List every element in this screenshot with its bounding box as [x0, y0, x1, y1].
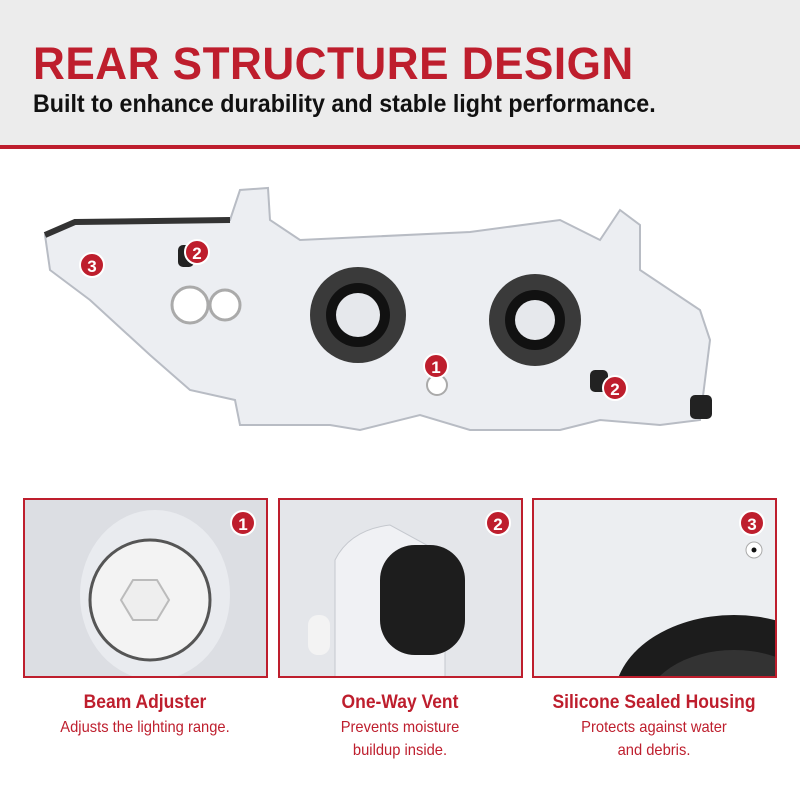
feature-description: Adjusts the lighting range.: [60, 719, 230, 736]
header: REAR STRUCTURE DESIGN Built to enhance d…: [0, 0, 800, 145]
feature-number: 2: [485, 510, 511, 536]
headlight-rear-image: 3 2 1 2: [0, 160, 800, 480]
feature-title: Silicone Sealed Housing: [552, 692, 756, 713]
marker-3: 3: [79, 252, 105, 278]
feature-title: Beam Adjuster: [83, 692, 207, 713]
feature-description: and debris.: [617, 742, 691, 759]
feature-description: Prevents moisture: [340, 719, 460, 736]
feature-caption-one-way-vent: One-Way Vent Prevents moisture buildup i…: [270, 692, 530, 762]
feature-title: One-Way Vent: [341, 692, 459, 713]
marker-2: 2: [184, 239, 210, 265]
divider: [0, 145, 800, 149]
beam-adjuster-closeup: 1: [23, 498, 268, 678]
feature-number: 3: [739, 510, 765, 536]
page-subtitle: Built to enhance durability and stable l…: [33, 90, 656, 118]
feature-description: Protects against water: [581, 719, 727, 736]
feature-caption-beam-adjuster: Beam Adjuster Adjusts the lighting range…: [15, 692, 275, 739]
one-way-vent-closeup: 2: [278, 498, 523, 678]
marker-2-right: 2: [602, 375, 628, 401]
marker-1: 1: [423, 353, 449, 379]
sealed-housing-closeup: 3: [532, 498, 777, 678]
page-title: REAR STRUCTURE DESIGN: [33, 38, 634, 89]
feature-description: buildup inside.: [352, 742, 448, 759]
feature-caption-sealed-housing: Silicone Sealed Housing Protects against…: [524, 692, 784, 762]
feature-number: 1: [230, 510, 256, 536]
